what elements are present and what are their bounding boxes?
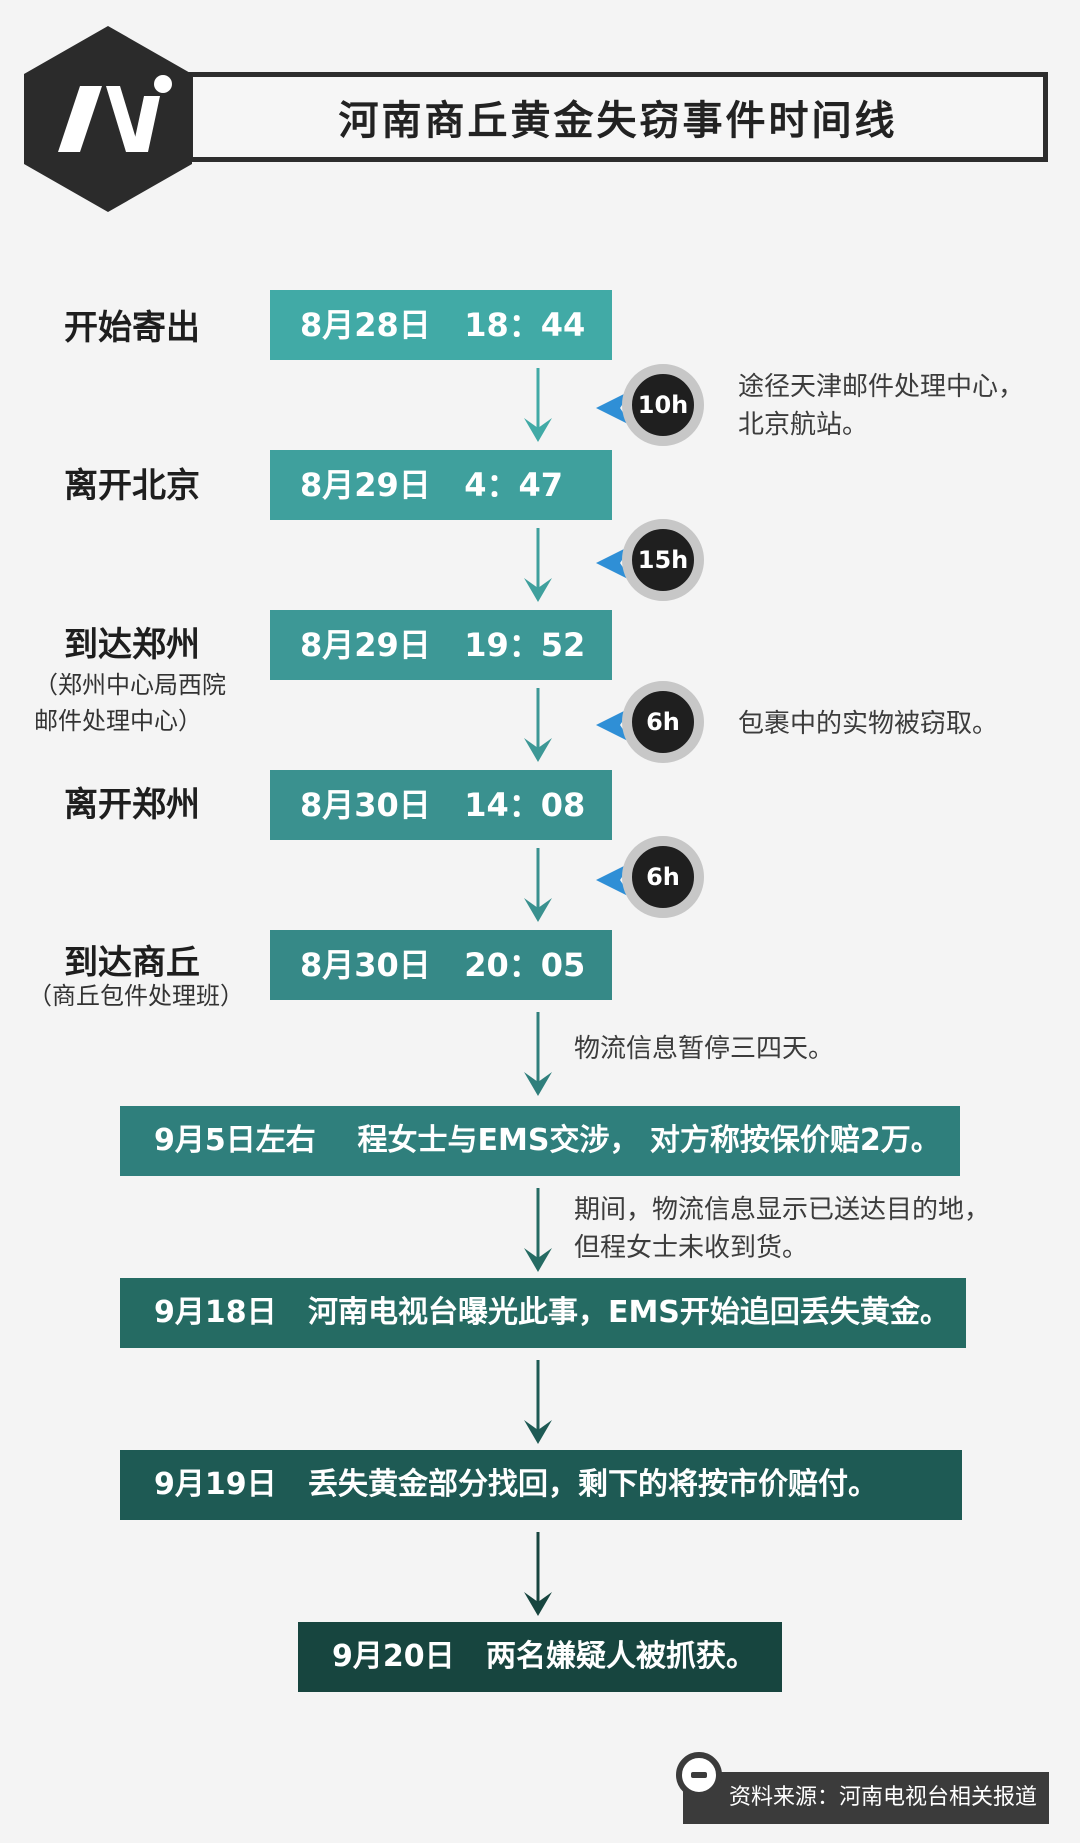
down-arrow-icon bbox=[524, 688, 552, 762]
note-transit-beijing: 北京航站。 bbox=[738, 410, 869, 440]
down-arrow-icon bbox=[524, 528, 552, 602]
source-credit: 资料来源：河南电视台相关报道 bbox=[683, 1772, 1049, 1824]
event-sep20: 9月20日 两名嫌疑人被抓获。 bbox=[298, 1622, 782, 1692]
stage-label-leave-beijing: 离开北京 bbox=[64, 466, 200, 506]
note-theft: 包裹中的实物被窃取。 bbox=[738, 709, 999, 739]
page-title: 河南商丘黄金失窃事件时间线 bbox=[338, 98, 898, 144]
time-box-start: 8月28日 18：44 bbox=[270, 290, 612, 360]
brand-logo-hexagon-icon bbox=[24, 26, 192, 212]
down-arrow-icon bbox=[524, 1188, 552, 1272]
stage-label-arrive-shangqiu: 到达商丘 bbox=[64, 943, 200, 983]
note-logistics-pause: 物流信息暂停三四天。 bbox=[574, 1034, 835, 1064]
down-arrow-icon bbox=[524, 368, 552, 442]
down-arrow-icon bbox=[524, 848, 552, 922]
down-arrow-icon bbox=[524, 1532, 552, 1616]
down-arrow-icon bbox=[524, 1012, 552, 1096]
note-not-received: 但程女士未收到货。 bbox=[574, 1233, 809, 1263]
note-delivered-status: 期间，物流信息显示已送达目的地， bbox=[574, 1195, 991, 1225]
event-sep5: 9月5日左右 程女士与EMS交涉， 对方称按保价赔2万。 bbox=[120, 1106, 960, 1176]
stage-sub-zhengzhou: （郑州中心局西院 邮件处理中心） bbox=[34, 671, 226, 735]
event-sep19: 9月19日 丢失黄金部分找回，剩下的将按市价赔付。 bbox=[120, 1450, 962, 1520]
down-arrow-icon bbox=[524, 1360, 552, 1444]
source-badge-icon bbox=[676, 1752, 722, 1798]
time-box-arrive-shangqiu: 8月30日 20：05 bbox=[270, 930, 612, 1000]
title-frame bbox=[188, 72, 1048, 162]
stage-sub-shangqiu: （商丘包件处理班） bbox=[28, 982, 244, 1010]
event-sep18: 9月18日 河南电视台曝光此事，EMS开始追回丢失黄金。 bbox=[120, 1278, 966, 1348]
time-box-leave-zhengzhou: 8月30日 14：08 bbox=[270, 770, 612, 840]
duration-badge-6h-a: 6h bbox=[622, 681, 704, 763]
time-box-leave-beijing: 8月29日 4：47 bbox=[270, 450, 612, 520]
duration-badge-6h-b: 6h bbox=[622, 836, 704, 918]
stage-label-start: 开始寄出 bbox=[64, 308, 200, 348]
stage-label-leave-zhengzhou: 离开郑州 bbox=[64, 785, 200, 825]
note-transit-tianjin: 途径天津邮件处理中心， bbox=[738, 372, 1025, 402]
stage-label-arrive-zhengzhou: 到达郑州 bbox=[64, 625, 200, 665]
duration-badge-10h: 10h bbox=[622, 364, 704, 446]
duration-badge-15h: 15h bbox=[622, 519, 704, 601]
time-box-arrive-zhengzhou: 8月29日 19：52 bbox=[270, 610, 612, 680]
